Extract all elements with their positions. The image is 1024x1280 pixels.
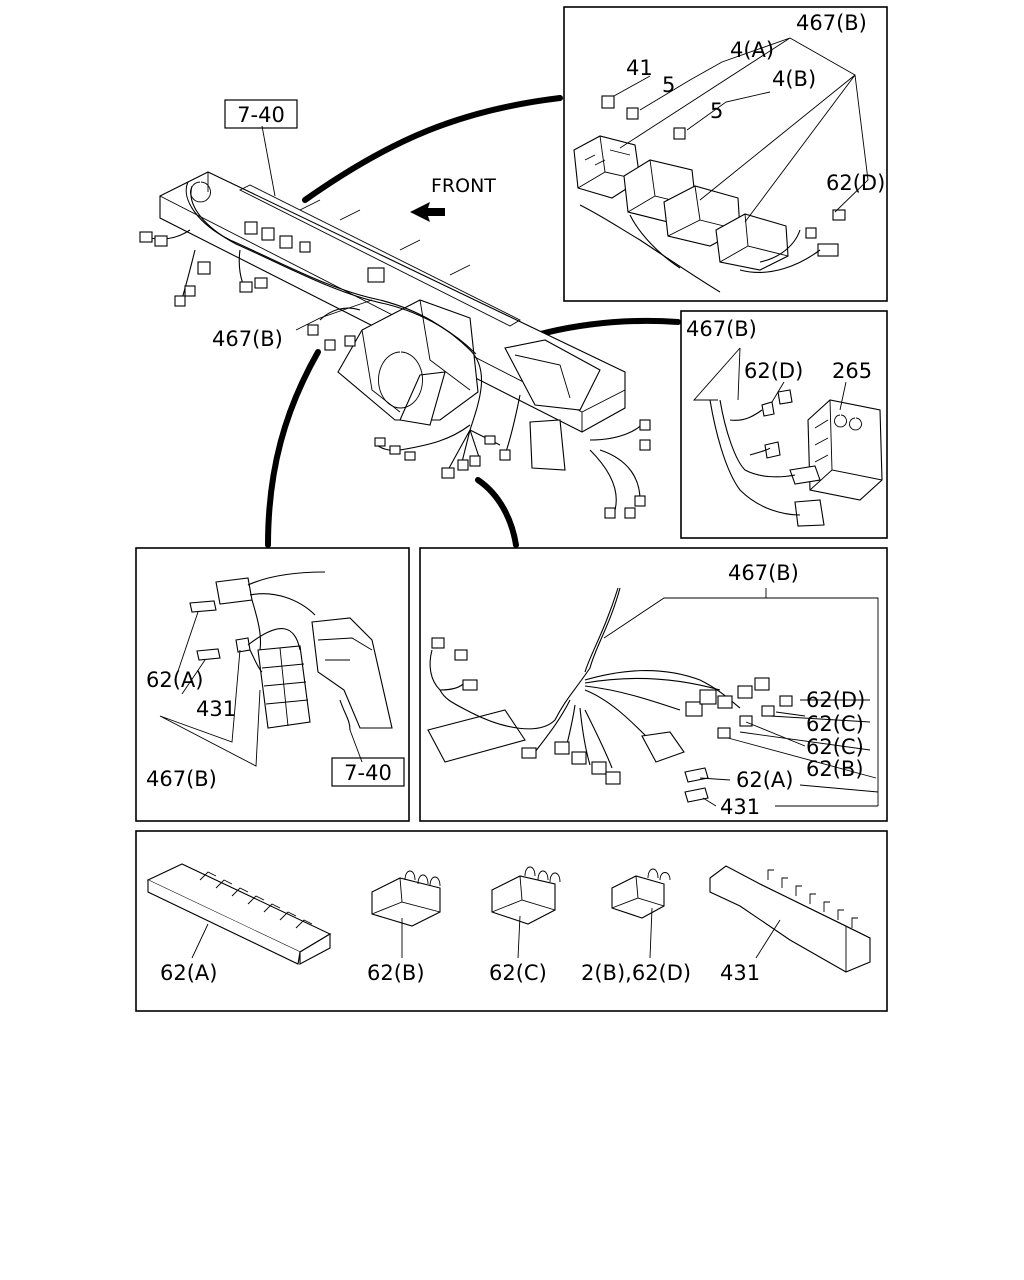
legend-62a-label: 62(A): [160, 961, 217, 985]
legend-2b62d-label: 2(B),62(D): [581, 961, 691, 985]
legend-connector-62b-illustration: [371, 870, 441, 927]
dashboard-crossmember: [159, 171, 626, 471]
center-harness-label: 467(B): [728, 561, 799, 585]
legend-connector-62c-illustration: [491, 866, 561, 925]
left-431-label: 431: [196, 697, 236, 721]
center-panel-assembly: [427, 587, 793, 803]
connector-265-assembly: [709, 389, 883, 527]
ref-740-top-box: [224, 99, 298, 129]
center-62b-label: 62(B): [806, 757, 864, 781]
left-62a-label: 62(A): [146, 668, 203, 692]
legend-431-label: 431: [720, 961, 760, 985]
right-harness-label: 467(B): [686, 317, 757, 341]
harness-main-label: 467(B): [212, 327, 283, 351]
part-265-label: 265: [832, 359, 872, 383]
main-harness-wiring: [139, 181, 651, 519]
callout-arc-center: [475, 477, 519, 548]
left-harness-label: 467(B): [146, 767, 217, 791]
fuse-panel-leaders: [613, 37, 869, 223]
right-62d-label: 62(D): [744, 359, 803, 383]
left-panel-leaders: [159, 611, 363, 767]
connector-legend-panel: [135, 830, 888, 1012]
center-62a-label: 62(A): [736, 768, 793, 792]
legend-62b-label: 62(B): [367, 961, 425, 985]
connector-265-leaders: [693, 347, 847, 411]
fuse-box-detail-panel: [563, 6, 888, 302]
legend-part-431-illustration: [709, 865, 871, 973]
relay-5a-label: 5: [662, 73, 675, 97]
legend-connector-62d-illustration: [611, 868, 671, 919]
fuse-box-assembly: [573, 95, 846, 293]
ref-740-box-label: 7-40: [344, 761, 392, 785]
legend-leaders: [191, 907, 781, 959]
fuse-62d-label: 62(D): [826, 171, 885, 195]
front-arrow-icon: [410, 202, 445, 222]
callout-arc-fuse: [302, 95, 563, 203]
center-62c-1-label: 62(C): [806, 712, 864, 736]
ref-740-top: 7-40: [237, 103, 285, 127]
relay-4b-label: 4(B): [772, 67, 816, 91]
fuse-harness-label: 467(B): [796, 11, 867, 35]
center-431-label: 431: [720, 795, 760, 819]
center-detail-panel: [419, 547, 888, 822]
callout-arc-left: [265, 349, 321, 548]
connector-265-detail-panel: [680, 310, 888, 539]
relay-5b-label: 5: [710, 99, 723, 123]
legend-62c-label: 62(C): [489, 961, 547, 985]
center-62d-label: 62(D): [806, 688, 865, 712]
front-label: FRONT: [431, 175, 496, 197]
relay-41-label: 41: [626, 56, 653, 80]
ref-740-top-leader: [261, 125, 276, 197]
left-panel-assembly: [189, 571, 393, 731]
harness-main-leader: [295, 299, 373, 331]
relay-4a-label: 4(A): [730, 38, 774, 62]
left-detail-panel: [135, 547, 410, 822]
center-62c-2-label: 62(C): [806, 735, 864, 759]
center-panel-leaders: [603, 588, 879, 807]
legend-connector-62a-illustration: [146, 863, 332, 965]
ref-740-left-box: [331, 757, 405, 787]
